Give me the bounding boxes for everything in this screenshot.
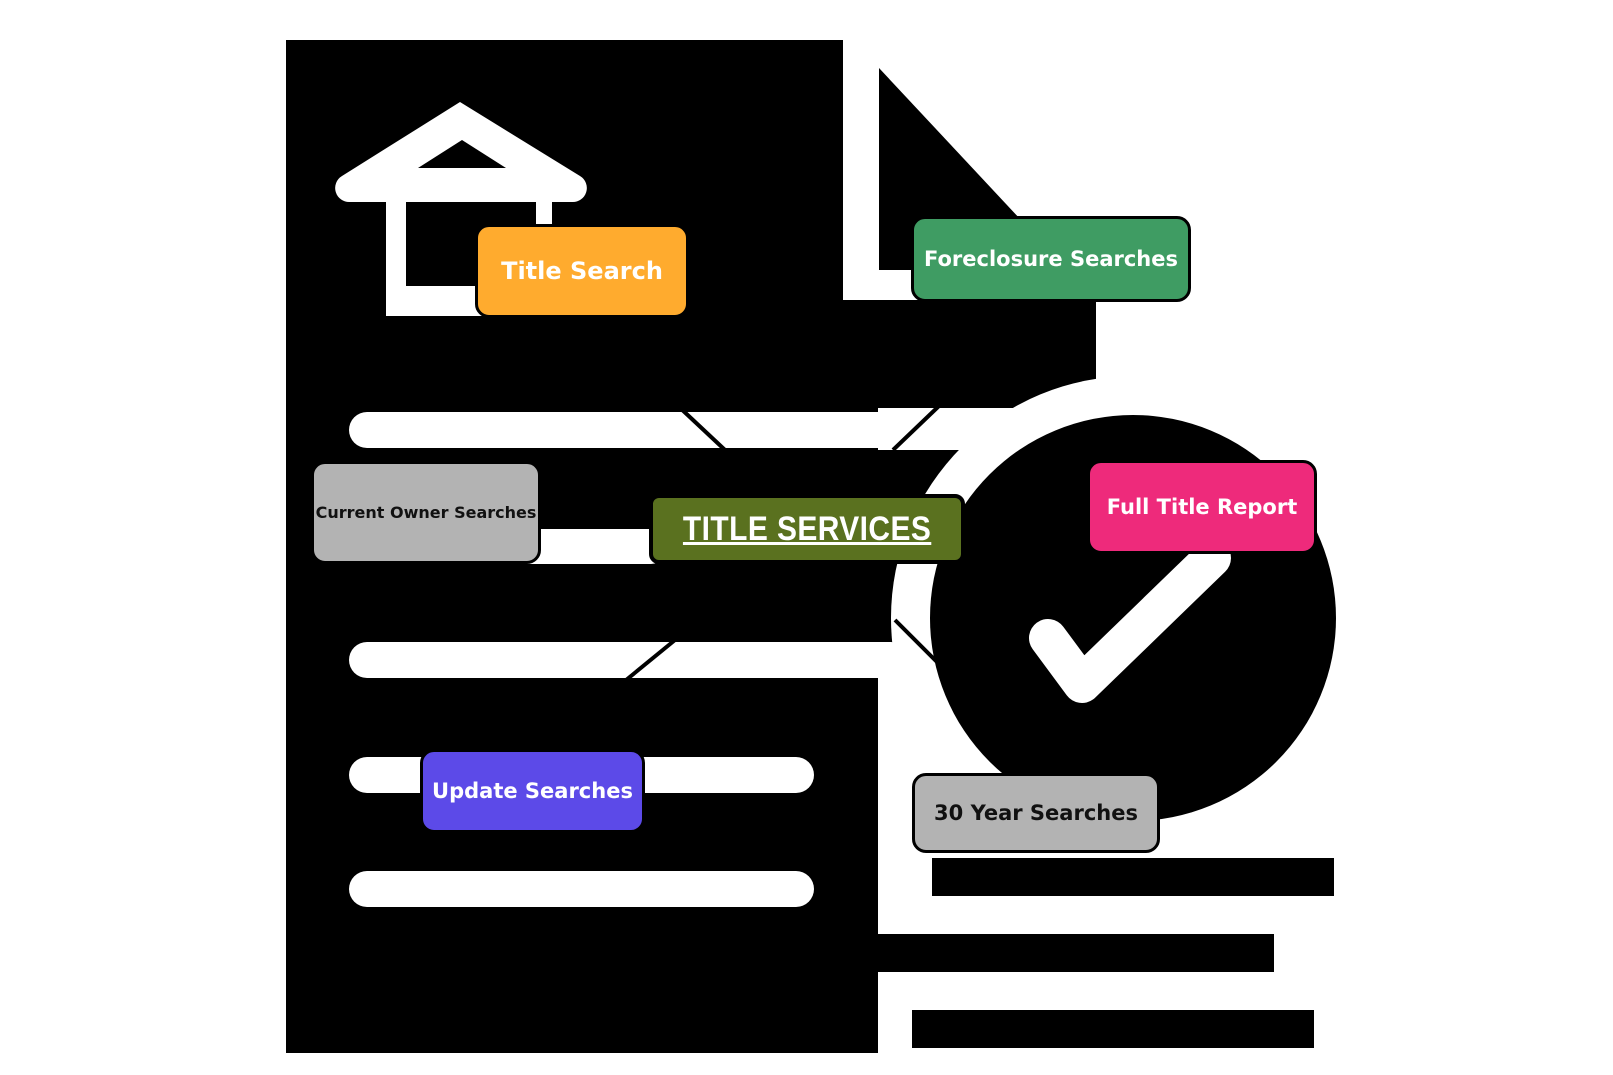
node-update-searches[interactable]: Update Searches (420, 749, 645, 833)
node-foreclosure-searches-label: Foreclosure Searches (924, 247, 1178, 271)
document-line-1 (349, 412, 944, 448)
node-30-year-searches-label: 30 Year Searches (934, 801, 1138, 825)
document-line-3 (349, 642, 909, 678)
node-full-title-report[interactable]: Full Title Report (1087, 460, 1317, 554)
checkmark-icon (1029, 539, 1231, 703)
ribbon-bar-2 (872, 934, 1274, 972)
node-current-owner-searches[interactable]: Current Owner Searches (311, 461, 541, 564)
node-title-search-label: Title Search (501, 257, 663, 285)
node-full-title-report-label: Full Title Report (1106, 495, 1298, 519)
ribbon-bar-1 (932, 858, 1334, 896)
node-current-owner-searches-label: Current Owner Searches (315, 503, 537, 522)
center-node-title-services[interactable]: TITLE SERVICES (649, 494, 965, 564)
node-foreclosure-searches[interactable]: Foreclosure Searches (911, 216, 1191, 302)
node-30-year-searches[interactable]: 30 Year Searches (912, 773, 1160, 853)
ribbon-bar-3 (912, 1010, 1314, 1048)
node-title-search[interactable]: Title Search (475, 224, 689, 318)
node-update-searches-label: Update Searches (432, 779, 633, 803)
document-line-5 (349, 871, 814, 907)
center-node-label: TITLE SERVICES (682, 509, 932, 548)
connectors (541, 403, 947, 687)
